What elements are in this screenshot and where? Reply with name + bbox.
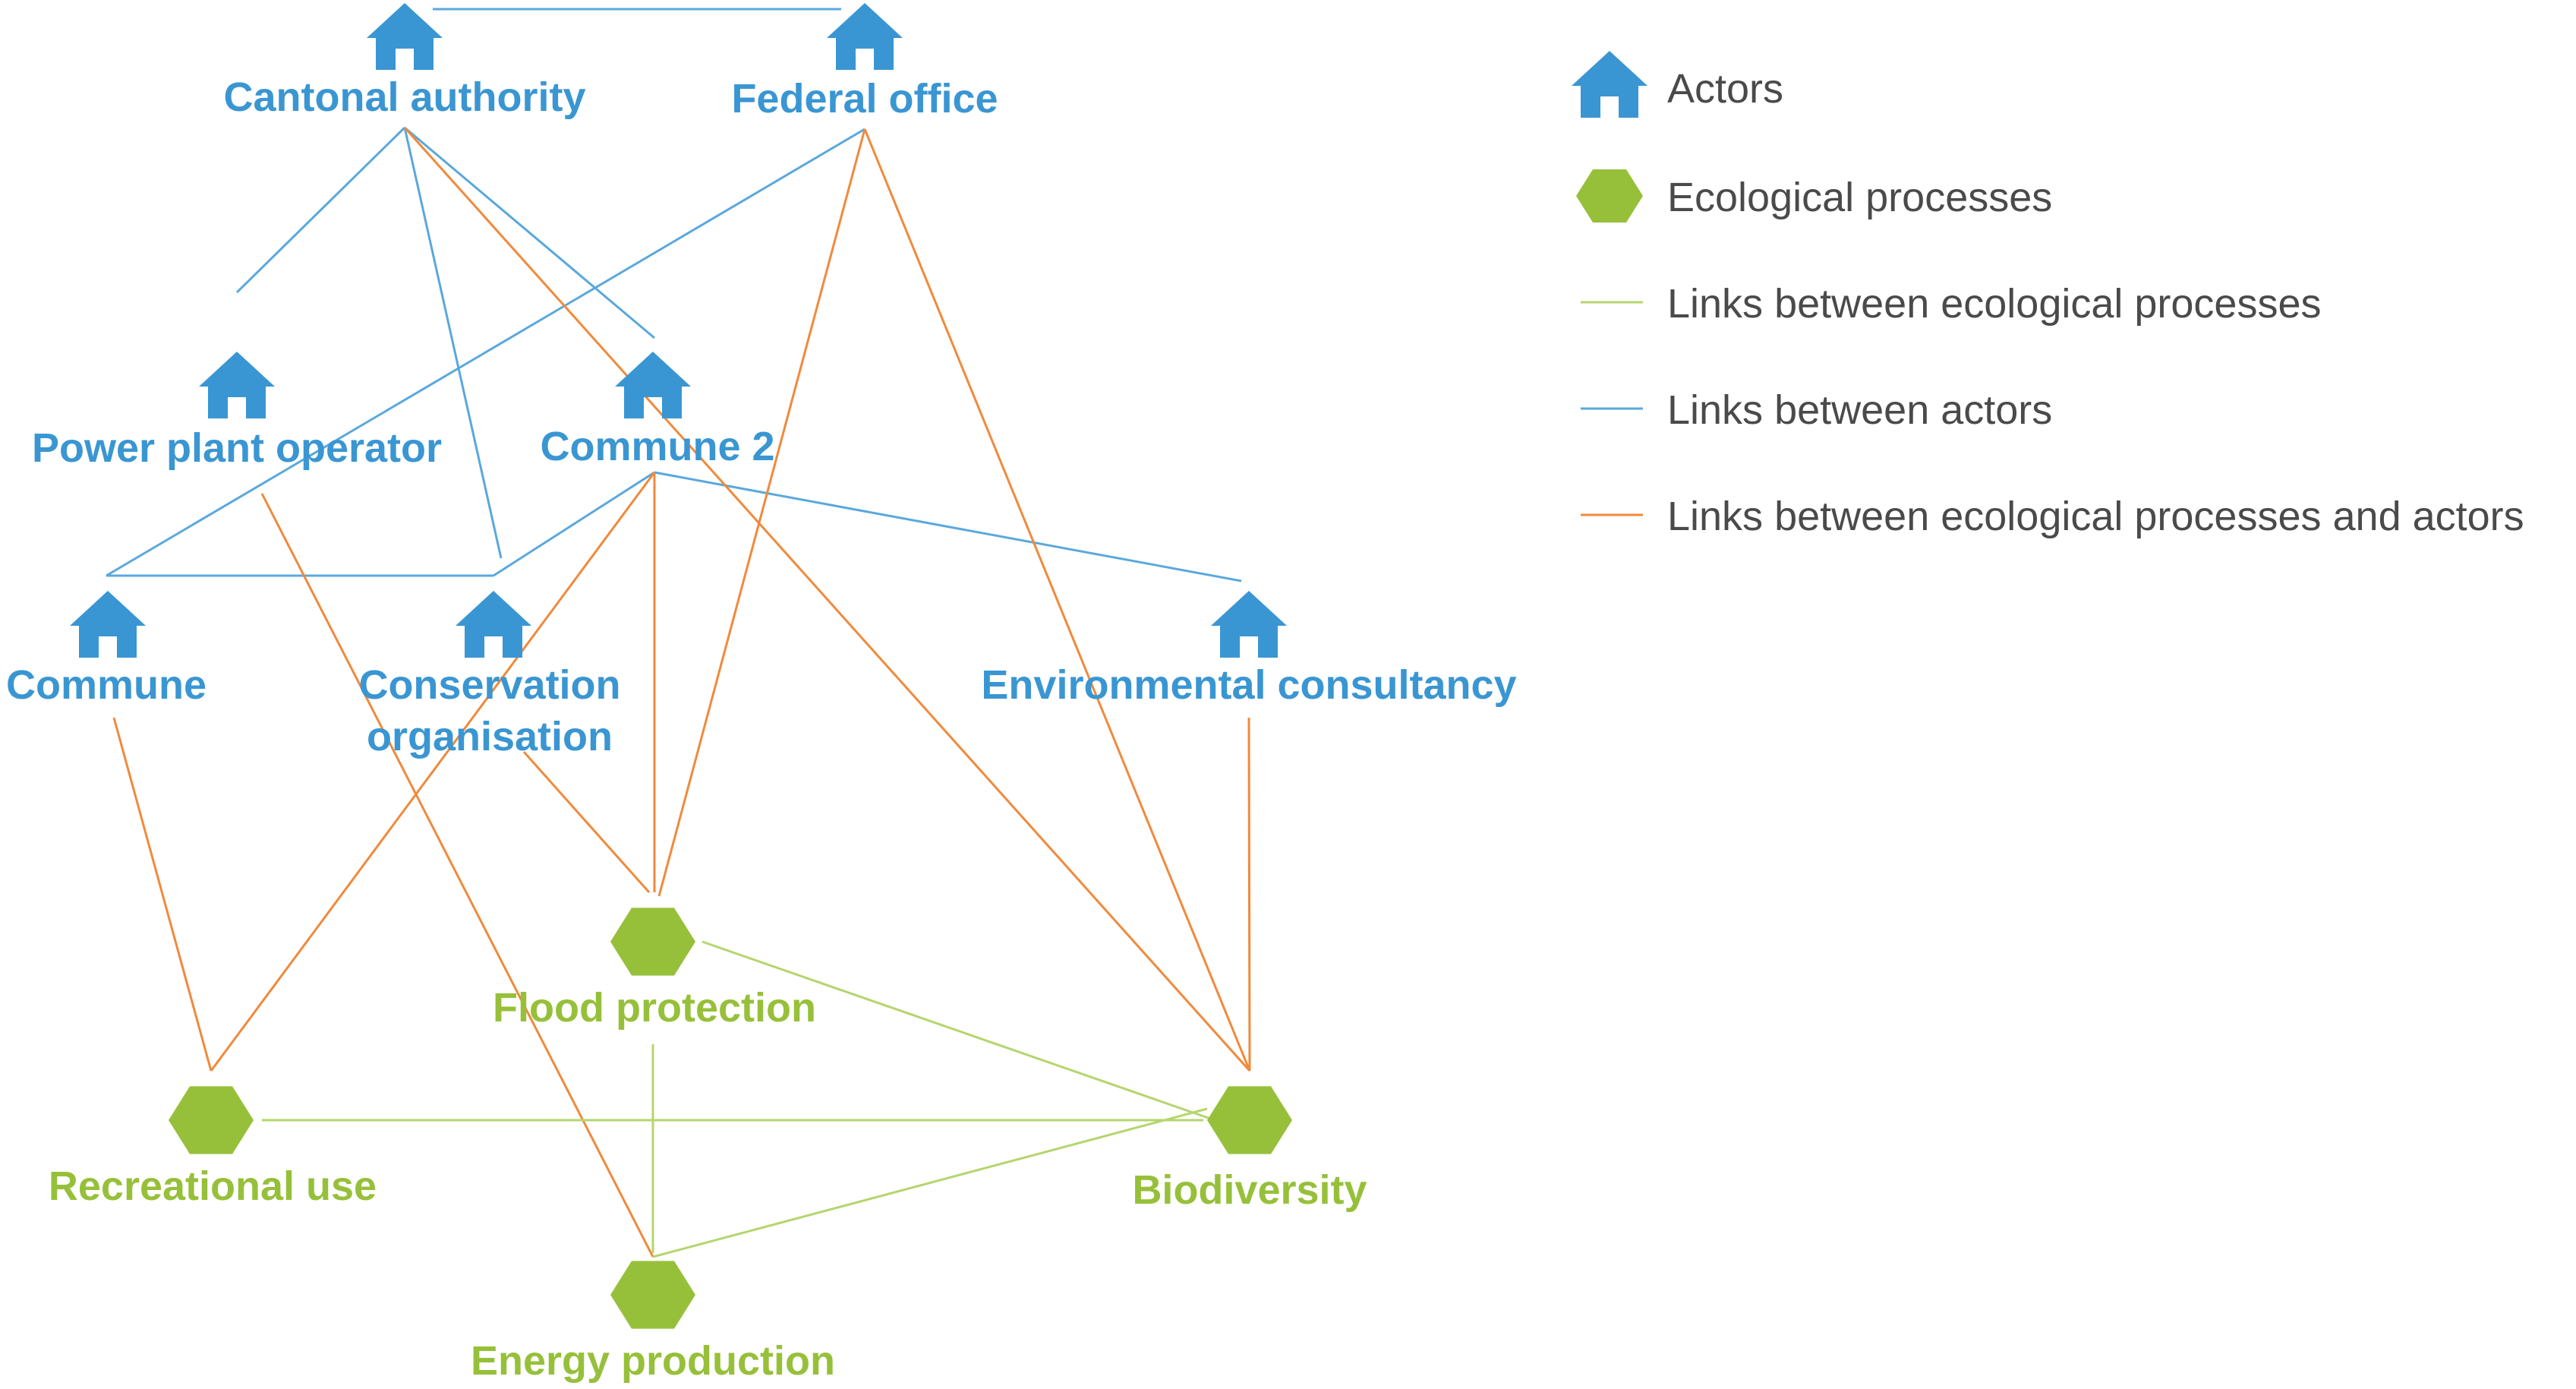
mixed-link-conservation-flood: [522, 751, 651, 893]
legend-item-process-icon: Ecological processes: [1576, 169, 2052, 223]
node-biodiversity: Biodiversity: [1132, 1086, 1367, 1213]
node-label-cantonal: Cantonal authority: [223, 74, 585, 120]
legend-item-actor-link: Links between actors: [1581, 387, 2052, 433]
mixed-link-commune-recreational: [112, 717, 213, 1072]
hexagon-icon: [169, 1086, 254, 1154]
node-label-energy: Energy production: [471, 1338, 835, 1384]
house-icon: [1211, 591, 1287, 658]
node-label-recreational: Recreational use: [49, 1163, 377, 1209]
node-label-envcons: Environmental consultancy: [981, 662, 1516, 708]
node-energy: Energy production: [471, 1261, 835, 1384]
legend-label: Links between ecological processes and a…: [1667, 494, 2524, 539]
node-label-commune2: Commune 2: [540, 424, 774, 469]
mixed-link-envcons-biodiversity: [1247, 717, 1251, 1072]
legend-item-actor-icon: Actors: [1572, 51, 1783, 118]
actor-link-cantonal-conservation: [403, 127, 503, 559]
node-cantonal: Cantonal authority: [223, 3, 586, 120]
node-federal: Federal office: [731, 3, 998, 122]
actor-link-commune2-conservation: [493, 471, 655, 577]
process-legend-icon: [1576, 169, 1643, 223]
actor-link-federal-commune: [106, 128, 865, 577]
node-label-power: Power plant operator: [32, 425, 442, 471]
legend-label: Links between ecological processes: [1667, 281, 2322, 327]
mixed-link-federal-biodiversity: [863, 128, 1251, 1072]
process-link-flood-biodiversity: [702, 940, 1215, 1122]
node-label-biodiversity: Biodiversity: [1132, 1167, 1367, 1213]
legend-label: Links between actors: [1667, 387, 2052, 433]
links-layer: [106, 8, 1251, 1258]
house-icon: [70, 591, 146, 658]
node-conservation: Conservation organisation: [358, 591, 621, 759]
hexagon-icon: [610, 1261, 695, 1329]
house-icon: [615, 352, 691, 418]
node-label-conservation-line-1: organisation: [367, 714, 613, 759]
node-flood: Flood protection: [493, 908, 816, 1031]
node-envcons: Environmental consultancy: [981, 591, 1517, 708]
node-recreational: Recreational use: [49, 1086, 377, 1209]
hexagon-icon: [610, 908, 695, 976]
house-icon: [827, 3, 903, 70]
node-commune2: Commune 2: [540, 352, 775, 469]
node-label-federal: Federal office: [731, 76, 998, 122]
house-icon: [199, 352, 275, 418]
hexagon-icon: [1207, 1086, 1292, 1154]
house-icon: [367, 3, 443, 70]
node-label-commune: Commune: [6, 662, 207, 708]
node-label-flood: Flood protection: [493, 985, 816, 1031]
house-icon: [456, 591, 531, 658]
actor-link-commune2-envcons: [654, 471, 1242, 582]
mixed-link-commune2-recreational: [210, 472, 656, 1072]
legend-item-process-link: Links between ecological processes: [1581, 281, 2322, 327]
node-label-conservation-line-0: Conservation: [358, 662, 620, 708]
legend-item-mixed-link: Links between ecological processes and a…: [1581, 494, 2524, 539]
node-power: Power plant operator: [32, 352, 442, 471]
node-commune: Commune: [6, 591, 207, 708]
legend-label: Actors: [1667, 66, 1783, 112]
legend-label: Ecological processes: [1667, 175, 2052, 220]
mixed-link-federal-flood: [657, 128, 866, 897]
mixed-link-power-energy: [260, 493, 654, 1258]
process-link-energy-biodiversity: [652, 1107, 1208, 1258]
actor-link-cantonal-commune2: [404, 126, 655, 339]
mixed-link-cantonal-biodiversity: [403, 126, 1251, 1072]
actor-link-cantonal-power: [235, 126, 406, 294]
actor-legend-icon: [1572, 51, 1647, 118]
